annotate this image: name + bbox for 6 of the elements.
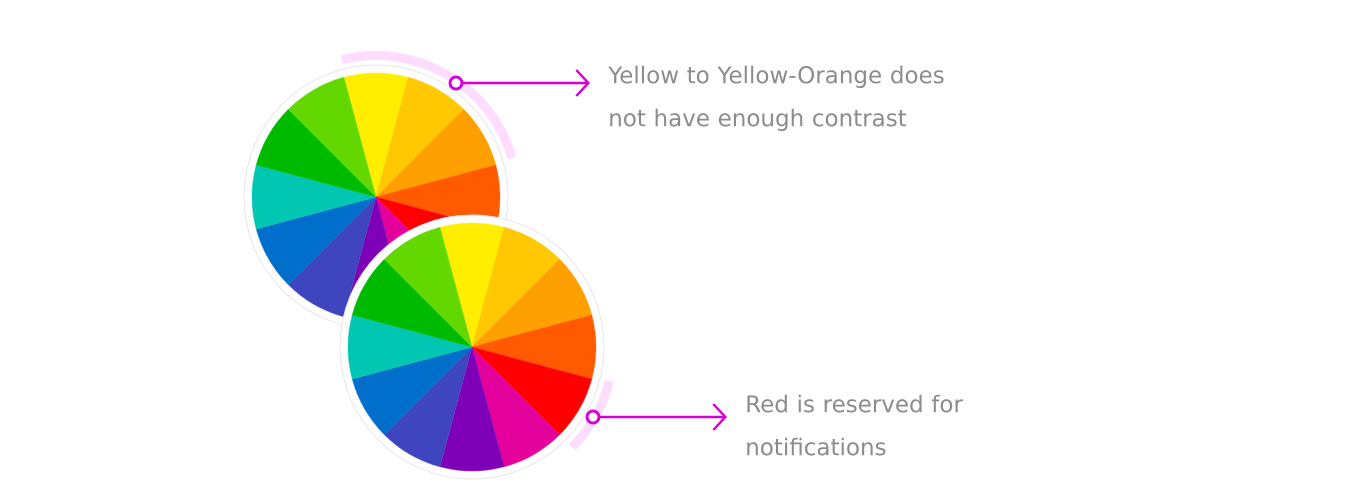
annotation-text: Red is reserved for notifications <box>747 394 963 456</box>
ring-marker <box>448 75 464 91</box>
ring-marker <box>585 409 601 425</box>
leader-arrow <box>462 69 590 97</box>
leader-arrow <box>599 403 727 431</box>
annotation-text: Yellow to Yellow-Orange does not have enough contrast <box>608 65 944 131</box>
